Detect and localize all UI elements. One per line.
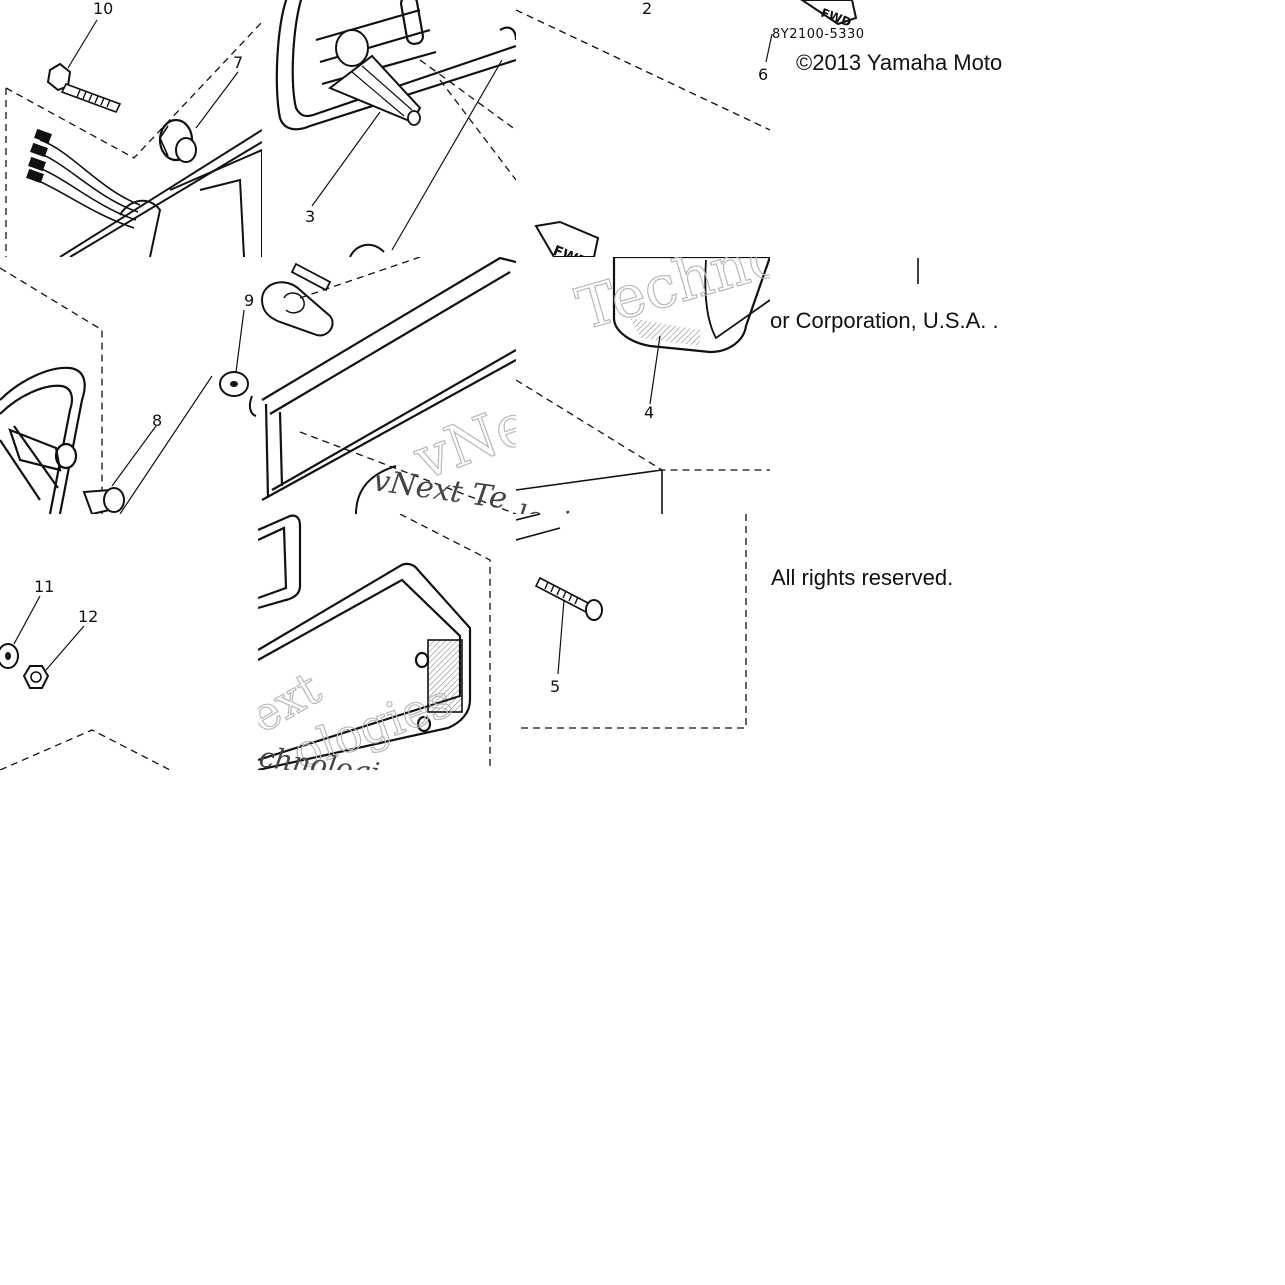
dashed-guide [516,379,770,471]
socket-3 [328,29,422,126]
tile-bottom-middle: ext ologies chnologi [258,514,491,770]
callout-10: 10 [93,0,113,18]
tile-top-left: 10 7 [5,0,262,257]
tile-bottom-left: 11 12 [0,577,171,770]
frame-edge [516,514,561,541]
leader-line [67,19,98,69]
grommet-7 [158,118,197,163]
tile-mid-left: 9 8 [0,267,257,514]
leader-line [649,335,661,405]
lamp-housing [59,129,262,257]
lens-cover [258,562,472,770]
lens-4 [612,257,770,354]
bulb-top [349,243,385,257]
leader-line [13,595,41,645]
callout-6: 6 [758,65,768,84]
callout-11: 11 [34,577,54,596]
tile-bottom-right: 5 [516,514,747,729]
collar-8 [82,487,125,514]
screw-5 [534,576,603,621]
fwd-arrow-1: FWD [534,220,600,257]
dashed-guide [516,9,770,131]
lens-edge [355,465,397,514]
fwd-arrow-2: FWD [800,0,858,30]
leader-line [195,71,239,129]
leader-line [119,375,213,514]
dashed-guide [299,257,421,299]
dashed-guide [0,729,171,770]
callout-4: 4 [644,403,654,422]
bulb [260,262,334,337]
callout-2: 2 [642,0,652,18]
tile-top-middle: 3 [275,0,516,257]
lamp-housing-lower [0,366,86,514]
part-code: 8Y2100-5330 [772,27,865,42]
leader-line [765,33,773,63]
gasket-frame-lower [258,514,302,610]
callout-5: 5 [550,677,560,696]
leader-line [111,425,157,487]
callout-8: 8 [152,411,162,430]
lens-housing [275,0,516,131]
wire-harness [26,128,141,229]
tile-mid-middle: vNe vNext Te [260,257,516,514]
copyright-line-1: ©2013 Yamaha Moto [796,50,1003,75]
copyright-line-3: All rights reserved. [771,565,954,590]
leader-line [557,599,565,675]
copyright-line-2: or Corporation, U.S.A. . [770,308,999,333]
washer-9 [219,371,249,397]
callout-7: 7 [233,53,243,72]
leader-line [45,625,85,671]
callout-3: 3 [305,207,315,226]
dashed-guide [399,514,491,770]
dashed-guide [5,21,262,159]
header-strip: FWD 8Y2100-5330 6 [758,0,919,284]
tile-top-right: FWD 2 [516,0,770,257]
leader-line [235,309,245,373]
dashed-guide [419,59,516,181]
callout-9: 9 [244,291,254,310]
tile-mid-right: Techno logies 4 [516,257,770,514]
washer-11 [0,643,19,669]
callout-12: 12 [78,607,98,626]
leader-line [311,111,381,207]
dashed-guide [299,431,516,514]
bulb-edge [248,395,257,417]
nut-12 [22,665,50,689]
dashed-guide [0,267,103,514]
leader-line [391,59,503,251]
bolt-10 [46,62,122,113]
gasket-1 [261,257,516,501]
frame-edge [516,469,663,491]
